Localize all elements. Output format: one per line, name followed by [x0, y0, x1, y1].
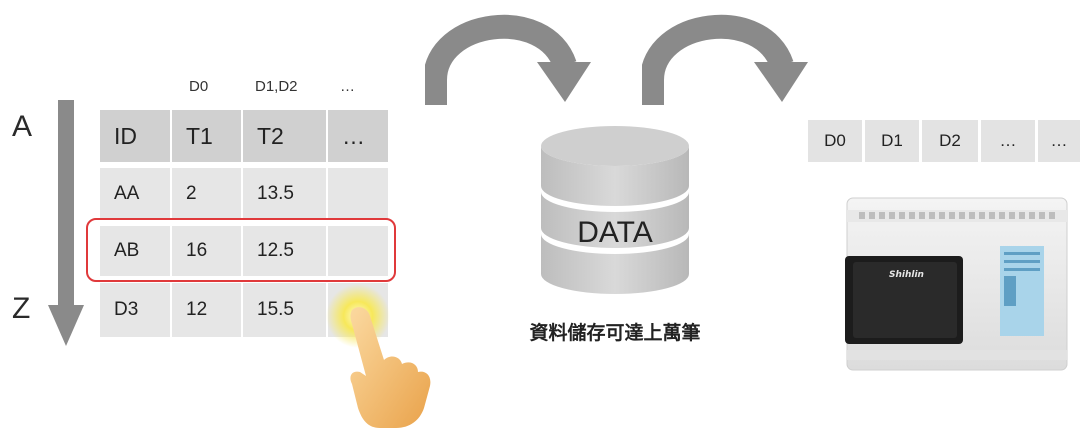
database-label: DATA	[577, 216, 653, 249]
table-cell-t1: 16	[172, 226, 241, 276]
column-header-id: ID	[100, 110, 170, 162]
column-header-t1: T1	[172, 110, 241, 162]
plc-unit-image	[845, 197, 1068, 371]
curved-arrow-to-database-icon	[425, 14, 591, 105]
table-cell-extra	[328, 226, 388, 276]
register-header-d0: D0	[189, 78, 209, 95]
table-cell-t2: 12.5	[243, 226, 326, 276]
plc-register-cell: D0	[808, 120, 862, 162]
table-cell-t1: 12	[172, 283, 241, 337]
table-cell-t1: 2	[172, 168, 241, 220]
plc-register-cell: …	[1038, 120, 1080, 162]
table-cell-id: AA	[100, 168, 170, 220]
selected-row-highlight	[86, 218, 396, 282]
table-cell-t2: 13.5	[243, 168, 326, 220]
plc-register-cell: D1	[865, 120, 919, 162]
sort-axis-start-label: A	[12, 110, 33, 143]
plc-register-cell: …	[981, 120, 1035, 162]
database-capacity-caption: 資料儲存可達上萬筆	[529, 322, 701, 344]
plc-brand-label: Shihlin	[889, 270, 924, 280]
plc-device: Shihlin	[845, 190, 1070, 372]
sort-down-arrow-icon	[48, 100, 84, 346]
table-cell-t2: 15.5	[243, 283, 326, 337]
database-icon	[541, 126, 689, 294]
table-cell-id: AB	[100, 226, 170, 276]
register-header-d1-d2: D1,D2	[255, 78, 298, 95]
table-cell-extra	[328, 168, 388, 220]
touch-hand-icon	[326, 284, 431, 428]
register-header-more: …	[340, 78, 355, 95]
plc-register-cell: D2	[922, 120, 978, 162]
curved-arrow-to-plc-icon	[642, 14, 808, 105]
column-header-t2: T2	[243, 110, 326, 162]
sort-axis-end-label: Z	[12, 292, 31, 325]
table-cell-id: D3	[100, 283, 170, 337]
column-header-more: …	[328, 110, 388, 162]
